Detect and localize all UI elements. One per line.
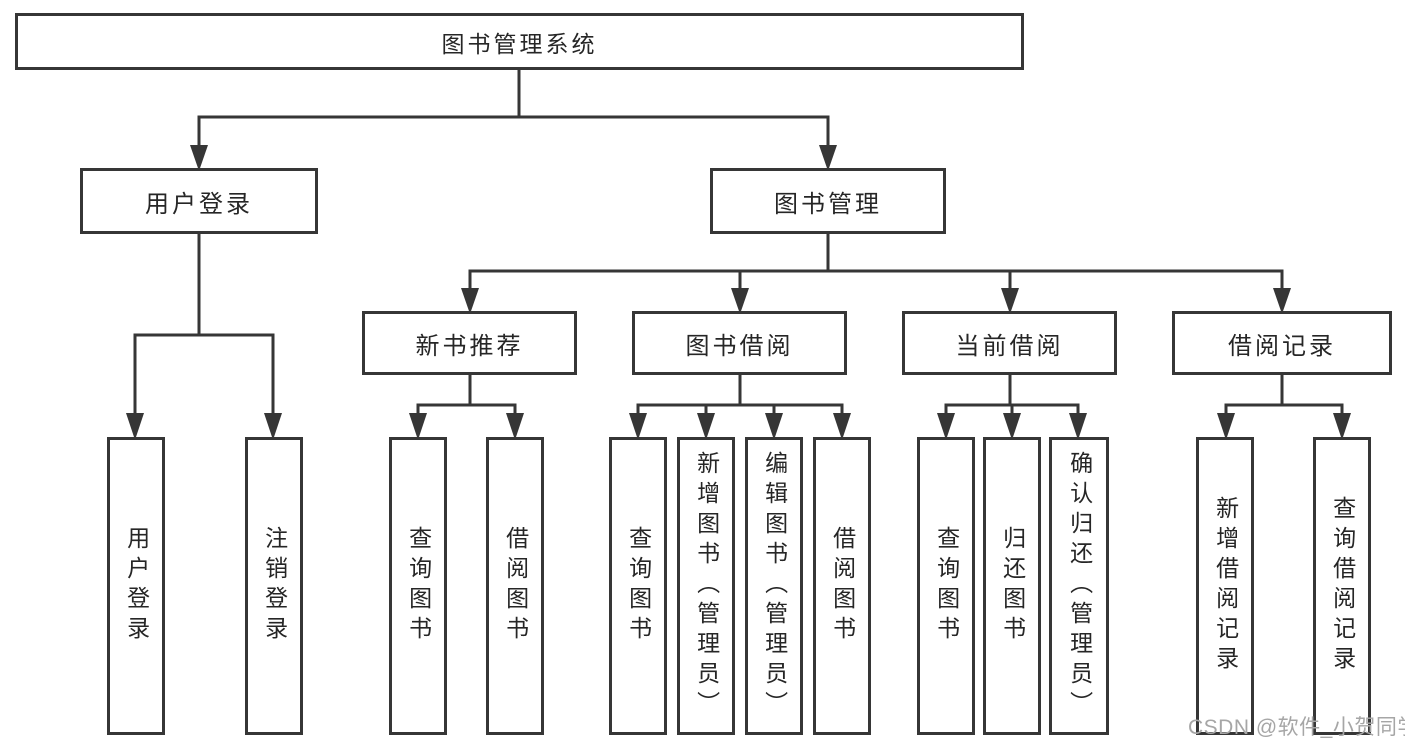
node-user-login-label: 用户登录 <box>145 190 253 218</box>
node-edit-book-admin: 编辑图书（管理员） <box>745 437 803 735</box>
node-book-management: 图书管理 <box>710 168 946 234</box>
node-query-books-current-label: 查询图书 <box>933 526 960 646</box>
node-add-book-admin-label: 新增图书（管理员） <box>693 451 720 721</box>
node-borrow-books-leaf-label: 借阅图书 <box>829 526 856 646</box>
node-query-books-borrow: 查询图书 <box>609 437 667 735</box>
node-add-book-admin: 新增图书（管理员） <box>677 437 735 735</box>
csdn-watermark: CSDN @软件_小贺同学 <box>1188 716 1405 739</box>
node-user-login: 用户登录 <box>80 168 318 234</box>
node-query-borrow-record-label: 查询借阅记录 <box>1329 496 1356 676</box>
node-borrow-books-leaf: 借阅图书 <box>813 437 871 735</box>
node-confirm-return-admin: 确认归还（管理员） <box>1049 437 1109 735</box>
node-borrowing-records: 借阅记录 <box>1172 311 1392 375</box>
node-return-books: 归还图书 <box>983 437 1041 735</box>
node-borrowing-records-label: 借阅记录 <box>1228 332 1336 360</box>
node-library-system: 图书管理系统 <box>15 13 1024 70</box>
node-query-books-borrow-label: 查询图书 <box>625 526 652 646</box>
node-current-borrowing-label: 当前借阅 <box>955 332 1064 360</box>
node-new-book-recommend-label: 新书推荐 <box>415 332 524 360</box>
node-user-login-leaf: 用户登录 <box>107 437 165 735</box>
node-edit-book-admin-label: 编辑图书（管理员） <box>761 451 788 721</box>
node-confirm-return-admin-label: 确认归还（管理员） <box>1066 451 1093 721</box>
node-query-books-recommend-label: 查询图书 <box>405 526 432 646</box>
node-add-borrow-record: 新增借阅记录 <box>1196 437 1254 735</box>
node-new-book-recommend: 新书推荐 <box>362 311 577 375</box>
node-book-borrowing: 图书借阅 <box>632 311 847 375</box>
node-logout-label: 注销登录 <box>261 526 288 646</box>
node-query-books-current: 查询图书 <box>917 437 975 735</box>
node-user-login-leaf-label: 用户登录 <box>123 526 150 646</box>
node-query-borrow-record: 查询借阅记录 <box>1313 437 1371 735</box>
node-logout: 注销登录 <box>245 437 303 735</box>
node-add-borrow-record-label: 新增借阅记录 <box>1212 496 1239 676</box>
node-library-system-label: 图书管理系统 <box>441 30 598 57</box>
node-book-borrowing-label: 图书借阅 <box>685 332 794 360</box>
node-current-borrowing: 当前借阅 <box>902 311 1117 375</box>
node-borrow-books-recommend: 借阅图书 <box>486 437 544 735</box>
node-query-books-recommend: 查询图书 <box>389 437 447 735</box>
node-book-management-label: 图书管理 <box>774 190 882 218</box>
node-borrow-books-recommend-label: 借阅图书 <box>502 526 529 646</box>
node-return-books-label: 归还图书 <box>999 526 1026 646</box>
